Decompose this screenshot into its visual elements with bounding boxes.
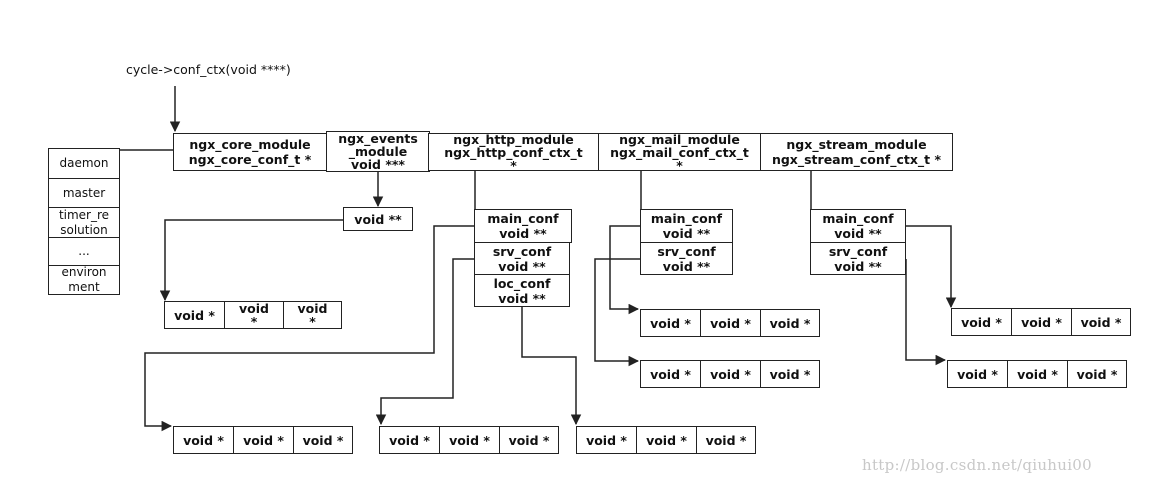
stream-main-conf-box: main_conf void ** — [810, 209, 906, 243]
http-main-conf-box: main_conf void ** — [474, 209, 572, 243]
http-main-arrow — [144, 225, 474, 432]
http-srv-array-cell: void * — [499, 426, 559, 454]
http-loc-conf-box: loc_conf void ** — [474, 274, 570, 307]
mail-srv-array-cell: void * — [760, 360, 820, 388]
http-srv-array-cell: void * — [379, 426, 440, 454]
events-array-cell: void * — [283, 301, 342, 329]
stream-srv-array-cell: void * — [947, 360, 1008, 388]
events-array-cell: void * — [224, 301, 284, 329]
field-daemon: daemon — [48, 148, 120, 179]
field-environment: environ ment — [48, 265, 120, 295]
stream-srv-conf-box: srv_conf void ** — [810, 242, 906, 275]
mail-main-array-cell: void * — [700, 309, 761, 337]
field-ellipsis: ... — [48, 237, 120, 266]
mail-main-array-cell: void * — [640, 309, 701, 337]
mail-main-array-cell: void * — [760, 309, 820, 337]
events-array-cell: void * — [164, 301, 225, 329]
stream-module-box: ngx_stream_module ngx_stream_conf_ctx_t … — [760, 133, 953, 171]
stream-main-arrow — [906, 225, 957, 309]
field-timer-resolution: timer_re solution — [48, 207, 120, 238]
mail-module-box: ngx_mail_module ngx_mail_conf_ctx_t * — [598, 133, 761, 172]
mail-srv-array-cell: void * — [700, 360, 761, 388]
stream-srv-array-cell: void * — [1007, 360, 1068, 388]
events-void-pp-box: void ** — [343, 207, 413, 231]
events-array-arrow — [159, 219, 343, 302]
mail-srv-arrow — [594, 258, 640, 367]
http-main-array-cell: void * — [233, 426, 294, 454]
pointer-label: cycle->conf_ctx(void ****) — [126, 62, 291, 77]
http-srv-conf-box: srv_conf void ** — [474, 242, 570, 275]
http-main-array-cell: void * — [293, 426, 353, 454]
core-module-box: ngx_core_module ngx_core_conf_t * — [173, 133, 327, 171]
http-main-array-cell: void * — [173, 426, 234, 454]
stream-main-array-cell: void * — [951, 308, 1012, 336]
mail-srv-array-cell: void * — [640, 360, 701, 388]
http-loc-array-cell: void * — [576, 426, 637, 454]
stream-srv-arrow — [905, 259, 947, 366]
stream-main-array-cell: void * — [1071, 308, 1131, 336]
stream-srv-array-cell: void * — [1067, 360, 1127, 388]
mail-srv-conf-box: srv_conf void ** — [640, 242, 733, 275]
watermark-url: http://blog.csdn.net/qiuhui00 — [862, 456, 1092, 474]
http-module-box: ngx_http_module ngx_http_conf_ctx_t * — [428, 133, 599, 172]
http-srv-array-cell: void * — [439, 426, 500, 454]
field-master: master — [48, 178, 120, 208]
events-module-box: ngx_events _module void *** — [326, 131, 430, 172]
mail-main-conf-box: main_conf void ** — [640, 209, 733, 243]
http-srv-arrow — [375, 258, 474, 426]
http-loc-arrow — [521, 307, 582, 426]
stream-main-array-cell: void * — [1011, 308, 1072, 336]
http-loc-array-cell: void * — [696, 426, 756, 454]
mail-main-arrow — [609, 225, 640, 315]
http-loc-array-cell: void * — [636, 426, 697, 454]
